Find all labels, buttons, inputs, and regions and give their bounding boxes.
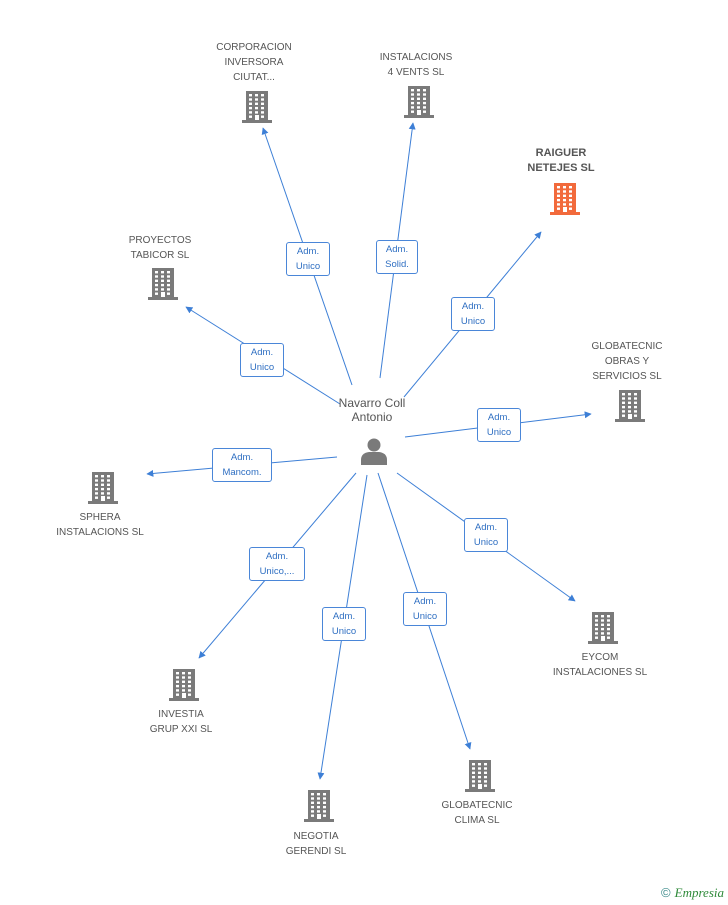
person-icon[interactable] [361, 438, 387, 466]
company-label-investia[interactable]: INVESTIA GRUP XXI SL [106, 707, 256, 737]
edge-label-line: Unico,... [259, 566, 295, 577]
edge-label-line: Unico [295, 261, 321, 272]
building-icon[interactable] [148, 268, 178, 300]
company-label-line: PROYECTOS [128, 235, 192, 246]
edge-label-corporacion[interactable]: Adm. Unico [286, 242, 330, 276]
company-label-line: GLOBATECNIC [441, 800, 513, 811]
company-label-proyectos[interactable]: PROYECTOS TABICOR SL [85, 233, 235, 263]
edge-label-line: Adm. [413, 596, 437, 607]
edge-label-line: Mancom. [222, 467, 262, 478]
company-label-line: EYCOM [581, 652, 619, 663]
company-label-line: RAIGUER [535, 147, 587, 159]
company-label-line: TABICOR SL [130, 250, 190, 261]
company-label-line: OBRAS Y [604, 356, 650, 367]
edge-label-line: Unico [331, 626, 357, 637]
company-label-line: CORPORACION [216, 42, 292, 53]
edge-label-investia[interactable]: Adm. Unico,... [249, 547, 305, 581]
company-label-sphera[interactable]: SPHERA INSTALACIONS SL [25, 510, 175, 540]
watermark: ©Empresia [661, 885, 724, 901]
company-label-globatecnic-clima[interactable]: GLOBATECNIC CLIMA SL [402, 798, 552, 828]
icons-layer [88, 86, 645, 822]
edge-label-negotia[interactable]: Adm. Unico [322, 607, 366, 641]
center-person-label[interactable]: Navarro Coll Antonio [312, 396, 432, 424]
company-label-line: INSTALACIONES SL [552, 667, 648, 678]
building-icon[interactable] [88, 472, 118, 504]
edge-label-line: Unico [460, 316, 486, 327]
edge-label-instalacions4[interactable]: Adm. Solid. [376, 240, 418, 274]
company-label-line: NEGOTIA [293, 831, 339, 842]
edge-label-eycom[interactable]: Adm. Unico [464, 518, 508, 552]
company-label-eycom[interactable]: EYCOM INSTALACIONES SL [525, 650, 675, 680]
copyright-symbol: © [661, 885, 671, 900]
building-icon[interactable] [304, 790, 334, 822]
company-label-line: INSTALACIONS SL [56, 527, 144, 538]
edge-label-line: Adm. [230, 452, 254, 463]
building-icon[interactable] [550, 183, 580, 215]
edge-label-line: Solid. [385, 259, 409, 270]
edge-label-globatecnic-clima[interactable]: Adm. Unico [403, 592, 447, 626]
company-label-negotia[interactable]: NEGOTIA GERENDI SL [241, 829, 391, 859]
edge-label-line: Adm. [385, 244, 409, 255]
building-icon[interactable] [242, 91, 272, 123]
edge-label-sphera[interactable]: Adm. Mancom. [212, 448, 272, 482]
company-label-line: CLIMA SL [454, 815, 500, 826]
edge-label-line: Adm. [265, 551, 289, 562]
company-label-corporacion[interactable]: CORPORACION INVERSORA CIUTAT... [179, 40, 329, 85]
company-label-line: GRUP XXI SL [149, 724, 213, 735]
edge-label-line: Adm. [487, 412, 511, 423]
building-icon[interactable] [615, 390, 645, 422]
edge-label-line: Adm. [332, 611, 356, 622]
edge-label-line: Unico [486, 427, 512, 438]
edge-label-line: Adm. [296, 246, 320, 257]
company-label-line: GLOBATECNIC [591, 341, 663, 352]
company-label-line: NETEJES SL [527, 162, 595, 174]
edge-label-proyectos[interactable]: Adm. Unico [240, 343, 284, 377]
company-label-line: INSTALACIONS [379, 52, 453, 63]
company-label-line: INVERSORA [224, 57, 284, 68]
edge-label-line: Unico [249, 362, 275, 373]
building-icon[interactable] [588, 612, 618, 644]
center-person-name-line-1: Navarro Coll [338, 396, 406, 410]
company-label-line: CIUTAT... [233, 72, 275, 83]
edge-label-line: Adm. [474, 522, 498, 533]
company-label-instalacions4[interactable]: INSTALACIONS 4 VENTS SL [341, 50, 491, 80]
company-label-globatecnic-obras[interactable]: GLOBATECNIC OBRAS Y SERVICIOS SL [552, 339, 702, 384]
building-icon[interactable] [465, 760, 495, 792]
building-icon[interactable] [169, 669, 199, 701]
edge-label-line: Adm. [461, 301, 485, 312]
watermark-text: Empresia [674, 885, 724, 900]
edge-label-raiguer[interactable]: Adm. Unico [451, 297, 495, 331]
edge-label-line: Adm. [250, 347, 274, 358]
edge-label-line: Unico [473, 537, 499, 548]
company-label-line: SPHERA [79, 512, 121, 523]
center-person-name-line-2: Antonio [351, 410, 393, 424]
edge-label-line: Unico [412, 611, 438, 622]
company-label-line: GERENDI SL [285, 846, 347, 857]
company-label-line: SERVICIOS SL [592, 371, 662, 382]
company-label-raiguer[interactable]: RAIGUER NETEJES SL [486, 146, 636, 176]
company-label-line: 4 VENTS SL [387, 67, 445, 78]
edge-label-globatecnic-obras[interactable]: Adm. Unico [477, 408, 521, 442]
company-label-line: INVESTIA [158, 709, 204, 720]
building-icon[interactable] [404, 86, 434, 118]
